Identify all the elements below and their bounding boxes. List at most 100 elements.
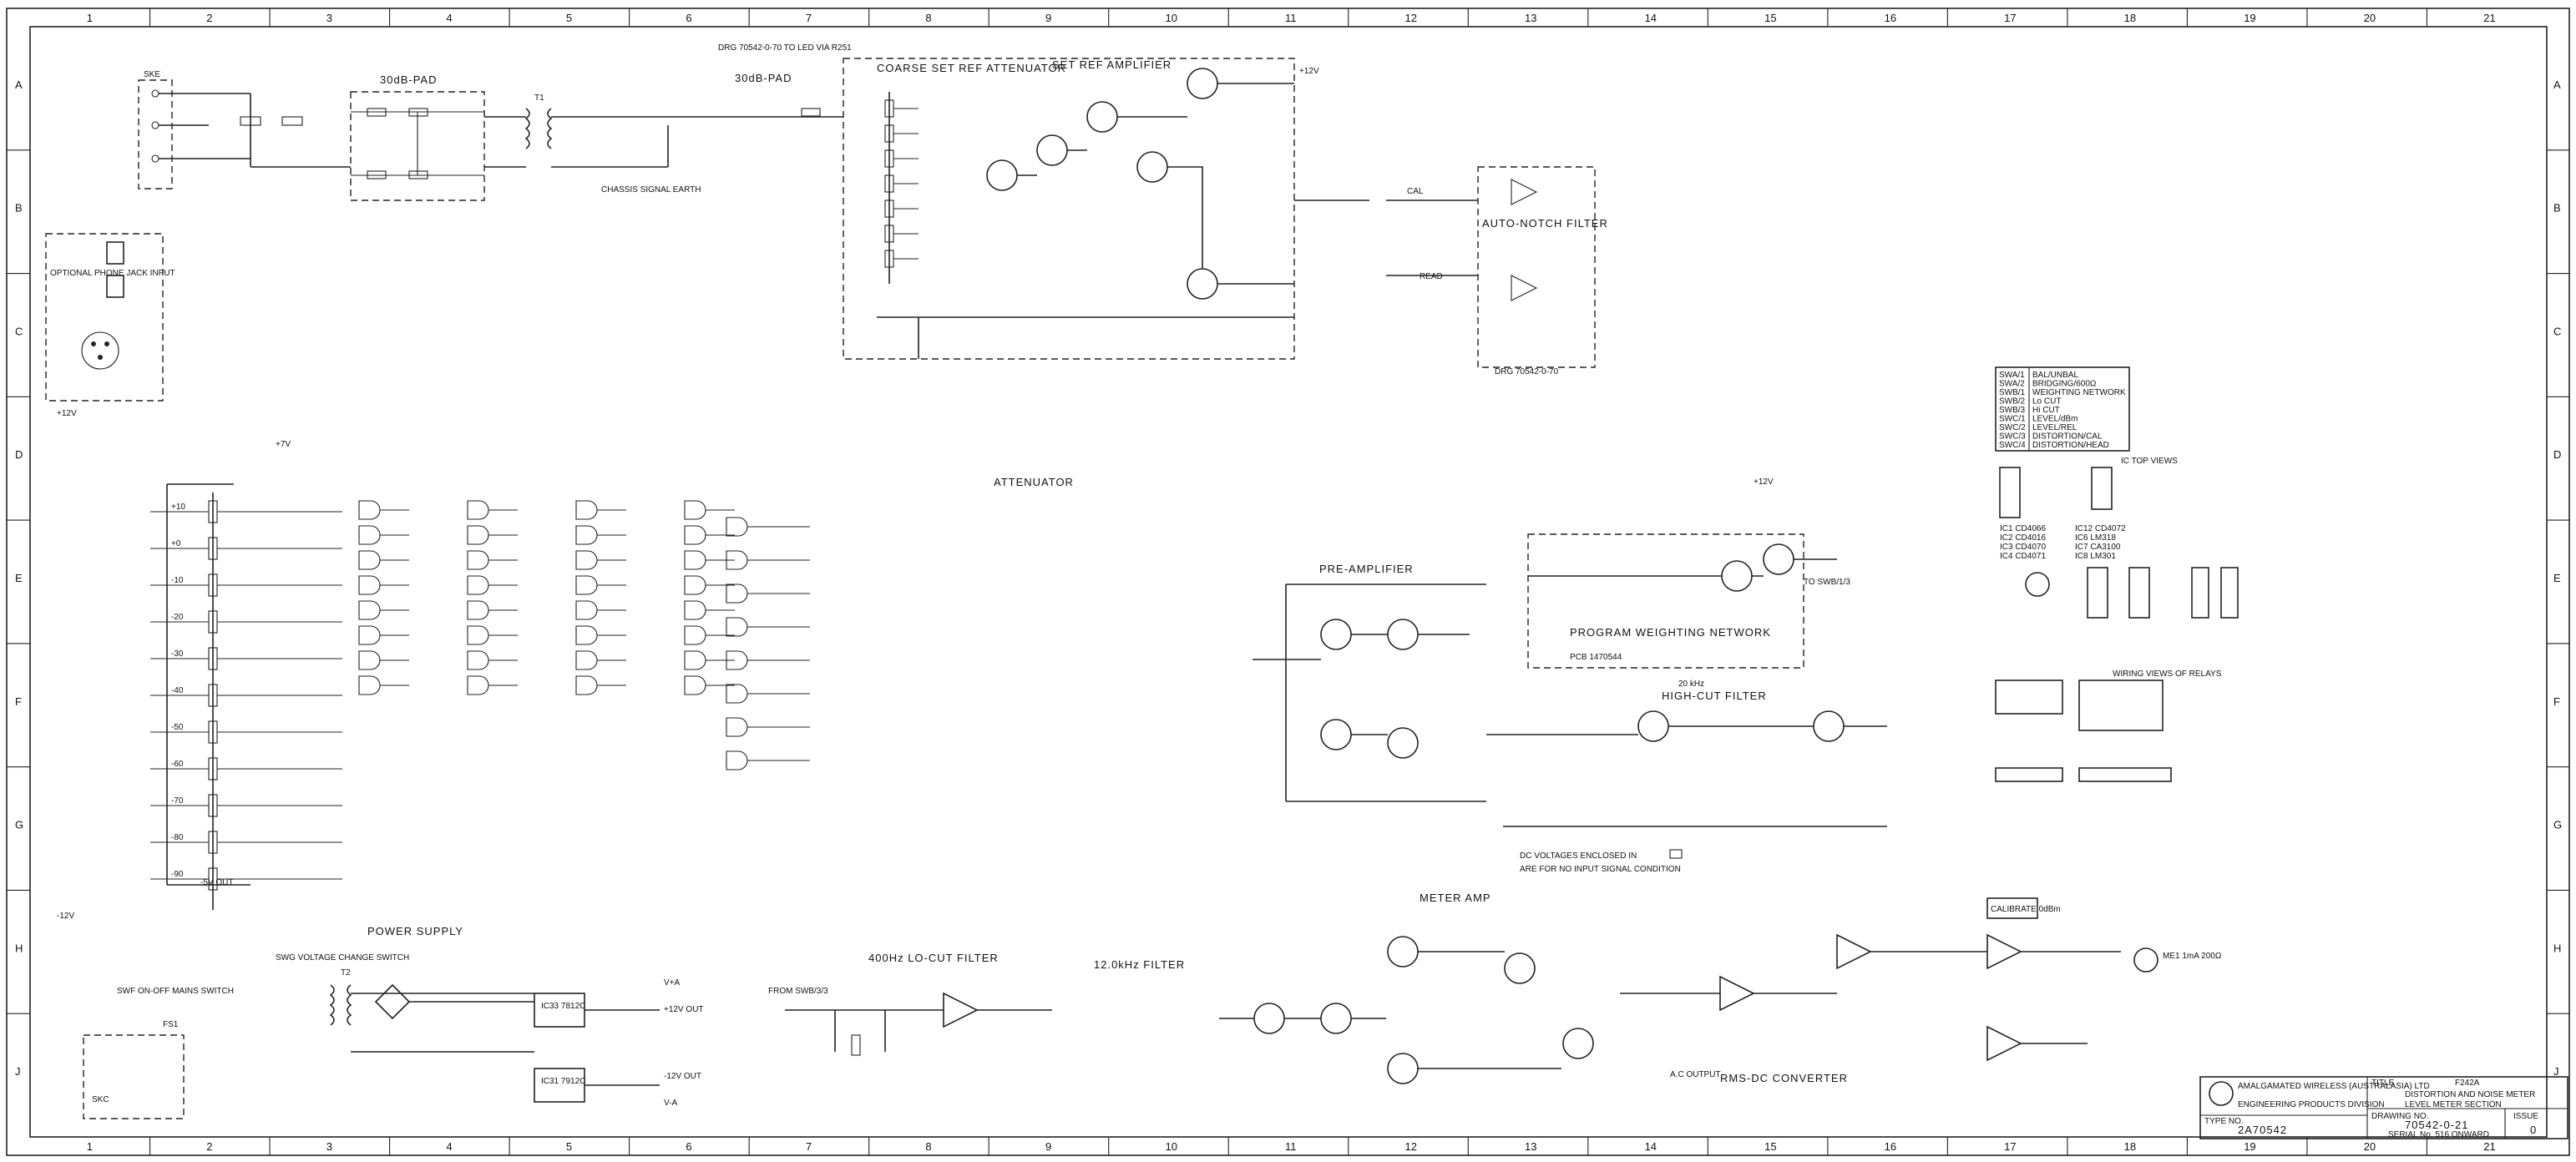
high-cut-section: 20 kHz HIGH-CUT FILTER DC VOLTAGES ENCLO… [1486,680,1887,874]
zone-col-label: 15 [1764,12,1776,24]
zone-col-label: 8 [925,12,931,24]
ske-label: SKE [144,70,160,79]
minus12-out: -12V OUT [664,1072,701,1081]
zone-col-label: 11 [1285,1140,1297,1153]
minus12-left: -12V [57,912,74,921]
ic-list-item: IC8 LM301 [2075,552,2116,561]
tb-drawing-no-label: DRAWING NO. [2371,1112,2429,1121]
logic-gate [358,650,381,670]
attenuator-title: ATTENUATOR [994,476,1074,488]
high-cut-freq: 20 kHz [1678,680,1704,689]
auto-notch-section: AUTO-NOTCH FILTER CAL READ DRG 70542-0-7… [1294,166,1607,376]
logic-gate [467,500,489,520]
zone-col-label: 16 [1885,1140,1896,1153]
zone-col-label: 12 [1405,12,1417,24]
switch-legend-ref: SWC/3 [1999,432,2026,442]
tb-desc-2: LEVEL METER SECTION [2405,1100,2502,1109]
ic-list-item: IC6 LM318 [2075,533,2116,543]
tb-division: ENGINEERING PRODUCTS DIVISION [2238,1100,2385,1109]
logic-gate [684,550,706,570]
logic-gate [726,684,748,704]
logic-gate [575,525,598,545]
zone-row-label: E [15,572,23,584]
logic-gate [575,675,598,695]
ic-list-item: IC2 CD4016 [2000,533,2046,543]
weighting-title: PROGRAM WEIGHTING NETWORK [1570,626,1771,639]
optional-jack-box [45,233,164,402]
zone-row-label: D [2553,448,2561,461]
zone-row-label: C [15,325,23,337]
logic-gate [358,600,381,620]
switch-legend-desc: LEVEL/dBm [2032,415,2078,424]
zone-col-label: 3 [326,1140,332,1153]
zone-col-label: 7 [806,12,812,24]
tb-company: AMALGAMATED WIRELESS (AUSTRALASIA) LTD [2238,1082,2430,1091]
zone-col-label: 13 [1525,1140,1536,1153]
logic-gate [726,584,748,604]
drg-note-2: DRG 70542-0-70 [1495,367,1559,376]
logic-gate [726,550,748,570]
switch-legend-ref: SWC/1 [1999,415,2026,424]
high-cut-title: HIGH-CUT FILTER [1662,690,1767,702]
zone-col-label: 4 [446,1140,452,1153]
logic-gate [684,575,706,595]
zone-col-label: 10 [1165,12,1177,24]
drg-note: DRG 70542-0-70 TO LED VIA R251 [718,43,852,53]
switch-legend-desc: DISTORTION/CAL [2032,432,2103,442]
logic-gate [575,600,598,620]
ic-top-views-title: IC TOP VIEWS [2121,457,2178,466]
zone-row-label: C [2553,325,2561,337]
zone-row-label: G [15,819,23,831]
ic-list-item: IC3 CD4070 [2000,543,2046,552]
attenuator-step-label: -80 [171,833,184,842]
logic-gate [467,575,489,595]
ska-plus12: +12V [1299,67,1319,76]
zone-col-label: 21 [2483,12,2495,24]
logic-gate [575,575,598,595]
cal-label: CAL [1407,187,1424,196]
tb-title-label: TITLE [2371,1079,2395,1088]
attenuator-section: ATTENUATOR +10+0-10-20-30-40-50-60-70-80… [57,409,1074,921]
weighting-pcb: PCB 1470544 [1570,653,1622,662]
ic33-label: IC33 7812C [541,1002,585,1011]
zone-col-label: 2 [206,12,212,24]
logic-gate [358,525,381,545]
plus12-weight: +12V [1754,477,1774,487]
attenuator-step-label: -20 [171,613,184,622]
tb-model: F242A [2455,1079,2480,1088]
lo-cut-section: 400Hz LO-CUT FILTER FROM SWB/3/3 12.0kHz… [768,952,1184,1056]
logic-gate [358,625,381,645]
logic-gates [358,500,810,770]
attenuator-ladder: +10+0-10-20-30-40-50-60-70-80-90 [150,493,342,910]
ic-list-item: IC1 CD4066 [2000,524,2046,533]
logic-gate [467,675,489,695]
dc-note-2: ARE FOR NO INPUT SIGNAL CONDITION [1520,865,1681,874]
switch-legend-desc: WEIGHTING NETWORK [2032,388,2126,397]
logic-gate [684,625,706,645]
switch-legend-desc: BAL/UNBAL [2032,371,2078,380]
logic-gate [684,675,706,695]
attenuator-step-label: -30 [171,649,184,659]
weighting-section: PROGRAM WEIGHTING NETWORK PCB 1470544 TO… [1527,477,1850,669]
zone-col-label: 16 [1885,12,1896,24]
pad-box-1 [350,91,485,201]
switch-legend-desc: BRIDGING/600Ω [2032,380,2097,389]
switch-legend-ref: SWC/2 [1999,423,2026,432]
ic31-label: IC31 7912C [541,1077,585,1086]
to-swb-label: TO SWB/1/3 [1804,578,1850,587]
zone-row-label: A [15,78,23,91]
zone-col-label: 21 [2483,1140,2495,1153]
logic-gate [726,517,748,537]
logic-gate [726,617,748,637]
power-supply-section: POWER SUPPLY SWF ON-OFF MAINS SWITCH SWG… [83,925,704,1119]
logic-gate [575,500,598,520]
zone-col-label: 20 [2364,1140,2376,1153]
zone-row-label: F [15,695,22,708]
optional-jack-label: OPTIONAL PHONE JACK INPUT [50,269,175,278]
skc-label: SKC [92,1095,109,1104]
preamp-title: PRE-AMPLIFIER [1319,563,1414,575]
zone-col-label: 19 [2244,1140,2255,1153]
logic-gate [684,525,706,545]
attenuator-step-label: -10 [171,576,184,585]
